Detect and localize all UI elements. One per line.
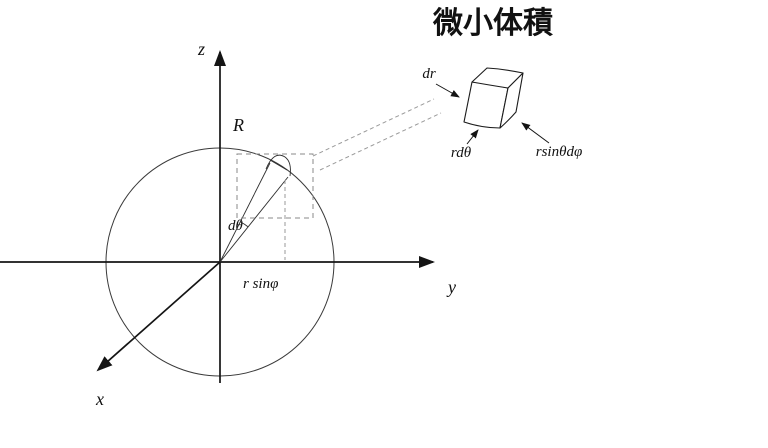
r-dtheta-pointer-arrow: [466, 129, 479, 145]
diagram-title: 微小体積: [432, 7, 553, 40]
element-side-face: [499, 72, 524, 129]
r-sintheta-dphi-pointer-arrow: [521, 122, 550, 144]
r-sintheta-dphi-label: rsinθdφ: [536, 144, 583, 160]
x-axis: [96, 261, 221, 372]
dr-pointer-arrow: [435, 83, 460, 98]
volume-element-detail: [463, 67, 524, 129]
volume-wedge: [219, 154, 291, 263]
wedge-tip-inner-line: [269, 159, 288, 171]
leader-line-upper: [312, 98, 435, 157]
z-axis-label: z: [197, 39, 205, 59]
coordinate-axes: [0, 50, 435, 383]
radius-label: R: [232, 115, 244, 135]
y-axis-label: y: [446, 277, 456, 297]
dr-label: dr: [422, 66, 436, 82]
magnifier-leader-lines: [312, 98, 442, 171]
dtheta-label: dθ: [228, 218, 244, 234]
magnifier-dashed-box: [236, 153, 314, 219]
wedge-edge-left: [219, 162, 271, 263]
wedge-edge-right: [219, 176, 289, 263]
r-dtheta-label: rdθ: [451, 145, 472, 161]
leader-line-lower: [319, 112, 442, 171]
x-axis-label: x: [95, 389, 104, 409]
r-sin-phi-label: r sinφ: [243, 276, 278, 292]
wedge-tip-cap: [265, 154, 291, 177]
dtheta-angle-arc: [240, 221, 249, 228]
